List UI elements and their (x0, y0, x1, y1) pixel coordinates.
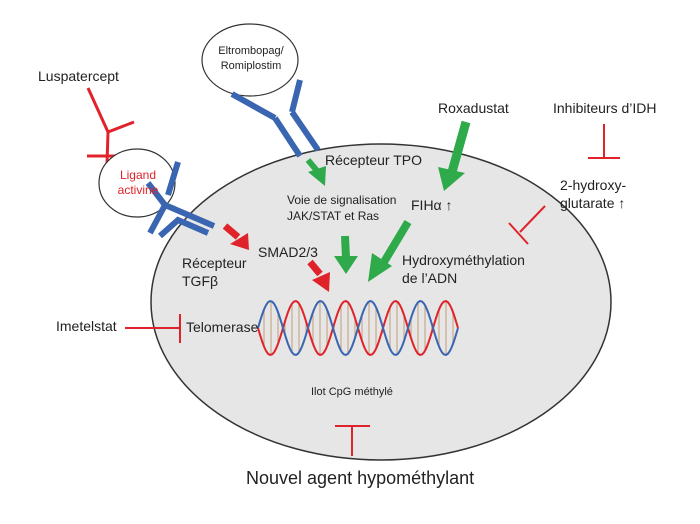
hydroxyglutarate-line2: glutarate ↑ (560, 195, 626, 211)
ligand-activine-circle (98, 148, 176, 218)
ligand-activine-label: Ligand activine (104, 168, 172, 198)
luspatercept-label: Luspatercept (38, 68, 119, 84)
arrow-pathway-to-dna (334, 235, 358, 274)
tgfb-receptor-icon (145, 161, 216, 239)
arrow-tpo-to-pathway (305, 158, 326, 186)
smad-label: SMAD2/3 (258, 244, 318, 260)
arrow-fih-to-dna (368, 219, 412, 282)
arrow-tgfb-to-smad (222, 223, 249, 250)
arrow-smad-to-dna (307, 259, 330, 292)
pathway-line2: JAK/STAT et Ras (287, 209, 380, 223)
dna-helix (257, 300, 459, 356)
hydroxymethylation-label: Hydroxyméthylation de l’ADN (402, 251, 525, 287)
pathway-label: Voie de signalisation JAK/STAT et Ras (287, 192, 396, 224)
idh-inhibitors-label: Inhibiteurs d’IDH (553, 100, 657, 116)
new-agent-label: Nouvel agent hypométhylant (246, 468, 475, 488)
green-arrows (305, 120, 471, 282)
eltrombopag-romiplostim-ellipse (201, 23, 299, 97)
tpo-receptor-icon (230, 79, 321, 158)
inhibition-markers (125, 124, 620, 456)
eltrombopag-line1: Eltrombopag/ (218, 45, 284, 57)
hydroxyglutarate-label: 2-hydroxy- glutarate ↑ (560, 176, 626, 212)
hydroxymethylation-line1: Hydroxyméthylation (402, 252, 525, 268)
hydroxyglutarate-line1: 2-hydroxy- (560, 177, 627, 193)
eltrombopag-label: Eltrombopag/ Romiplostim (205, 44, 297, 74)
luspatercept-trap-icon (86, 87, 135, 165)
pathway-line1: Voie de signalisation (287, 193, 397, 207)
tpo-receptor-label: Récepteur TPO (325, 152, 423, 168)
red-arrows (222, 223, 330, 292)
ligand-line1: Ligand (119, 168, 157, 182)
tgfb-line1: Récepteur (182, 255, 247, 271)
cell-ellipse (150, 143, 612, 461)
imetelstat-label: Imetelstat (56, 318, 117, 334)
dna-strand-blue (257, 300, 459, 356)
roxadustat-label: Roxadustat (438, 100, 509, 116)
tgfb-receptor-label: Récepteur TGFβ (182, 254, 247, 290)
telomerase-label: Telomerase (186, 319, 259, 335)
hydroxymethylation-line2: de l’ADN (402, 270, 458, 286)
arrow-roxadustat-to-fih (438, 120, 471, 191)
ligand-line2: activine (117, 183, 159, 197)
eltrombopag-line2: Romiplostim (220, 60, 282, 72)
fih-label: FIHα ↑ (411, 197, 453, 213)
cpg-label: Ilot CpG méthylé (311, 386, 393, 398)
tgfb-line2: TGFβ (182, 273, 219, 289)
